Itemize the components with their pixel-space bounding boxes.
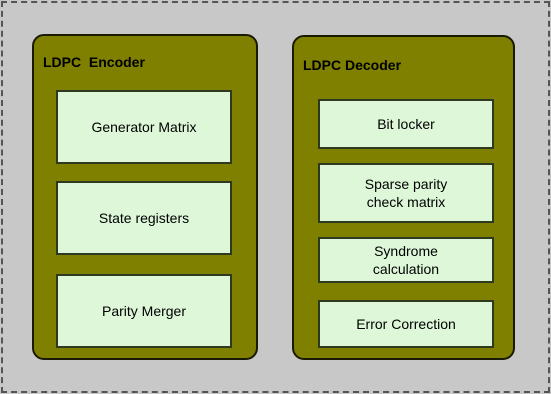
decoder-block-sparse-parity-check-matrix: Sparse parity check matrix (318, 163, 494, 223)
decoder-panel: LDPC Decoder Bit locker Sparse parity ch… (292, 35, 515, 360)
encoder-panel: LDPC Encoder Generator Matrix State regi… (32, 34, 258, 360)
encoder-block-state-registers: State registers (56, 181, 232, 255)
encoder-block-generator-matrix: Generator Matrix (56, 90, 232, 164)
encoder-block-parity-merger: Parity Merger (56, 274, 232, 348)
decoder-block-syndrome-calculation: Syndrome calculation (318, 237, 494, 283)
decoder-block-error-correction: Error Correction (318, 300, 494, 348)
decoder-title: LDPC Decoder (303, 57, 402, 73)
encoder-title: LDPC Encoder (43, 54, 145, 70)
decoder-block-bit-locker: Bit locker (318, 99, 494, 149)
